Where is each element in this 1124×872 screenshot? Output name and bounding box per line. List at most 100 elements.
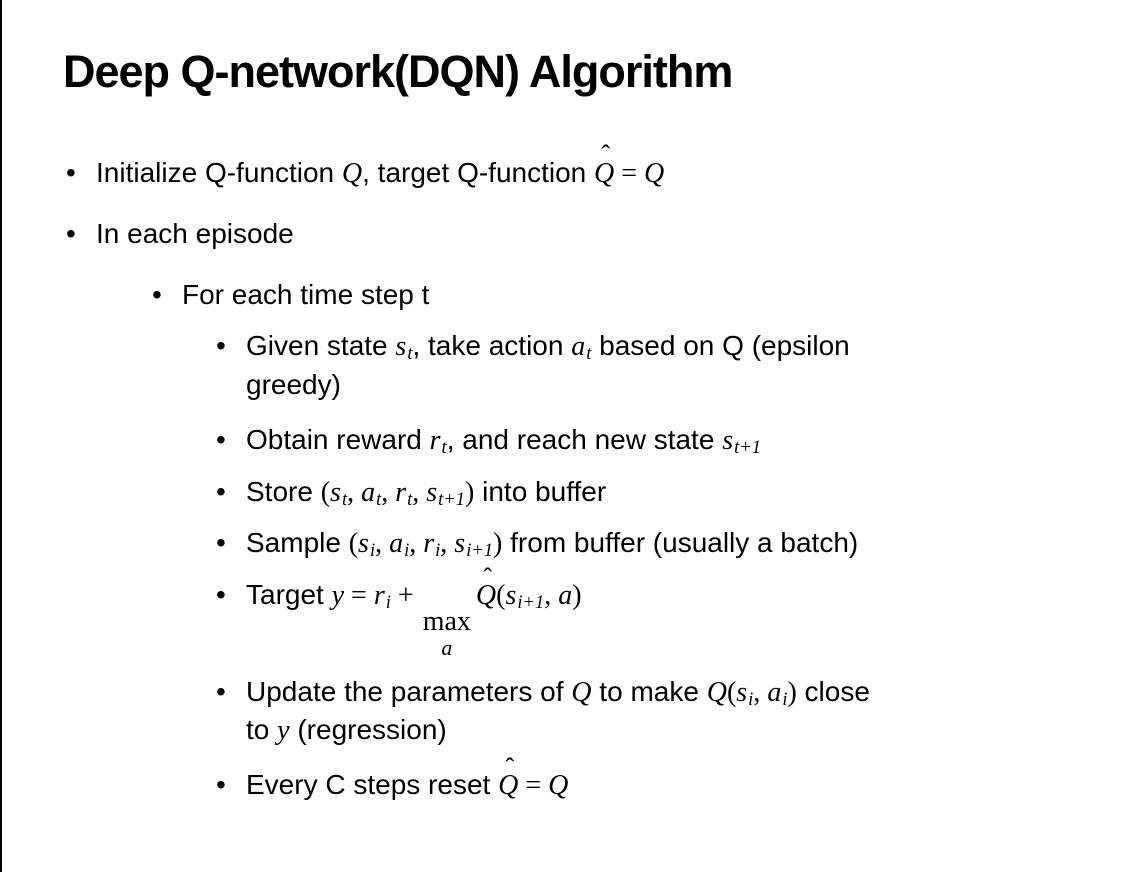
math-subscripted-var: ri (423, 528, 440, 559)
text-run: , take action (412, 330, 572, 362)
math-subscripted-var: at (361, 477, 381, 508)
math-operator: , (375, 528, 390, 560)
math-var: y (331, 579, 345, 611)
text-run: based on Q (epsilon (591, 330, 850, 362)
math-operator: , (381, 476, 396, 508)
text-run: Obtain reward (246, 424, 430, 456)
hat-accent-icon: ˆ (483, 561, 493, 592)
math-operator: = (614, 157, 645, 189)
math-var: a (558, 579, 573, 611)
bullet-icon: • (216, 527, 226, 559)
math-var-base: s (426, 476, 438, 508)
math-var-subscript: i+1 (466, 540, 494, 561)
math-var-base: s (736, 676, 748, 708)
math-var-base: s (395, 331, 407, 363)
text-run: into buffer (474, 475, 607, 507)
bullet-icon: • (152, 278, 162, 310)
text-run: For each time step t (182, 278, 430, 310)
math-var-base: a (571, 331, 586, 363)
text-run: Update the parameters of (246, 675, 572, 707)
bullet-item-timestep: • For each time step t (2, 276, 1124, 314)
math-var: Q (571, 676, 592, 708)
math-var-subscript: t (586, 343, 592, 364)
bullet-content: Given state s t , take action at based on … (246, 327, 1124, 403)
text-run: Store (246, 475, 321, 507)
bullet-item-episode: •In each episode (2, 215, 1124, 253)
math-var-subscript: i (404, 540, 410, 561)
math-operator: ( (320, 476, 331, 508)
text-run: (regression) (289, 714, 447, 746)
text-run: , and reach new state (446, 424, 723, 456)
math-var-subscript: i (385, 591, 391, 612)
math-var-base: s (722, 425, 734, 457)
text-run: Every C steps reset (246, 768, 499, 800)
max-word: max (422, 606, 471, 638)
math-var-subscript: i (369, 540, 376, 561)
math-var-base: r (373, 579, 385, 611)
math-var-base: s (358, 528, 369, 560)
math-var-subscript: i (782, 688, 788, 709)
math-subscripted-var: ri (374, 580, 391, 611)
math-var-subscript: t (341, 488, 348, 509)
math-subscripted-var: ai (767, 677, 787, 708)
bullet-item-given: •Given state st, take action at based on… (2, 327, 1124, 403)
bullet-content: Sample (si, ai, ri, si+1) from buffer (u… (246, 524, 1124, 563)
text-run: Target (246, 578, 332, 610)
slide-title: Deep Q-network(DQN) Algorithm (63, 46, 733, 97)
math-operator: + (390, 579, 421, 611)
text-run: close (796, 675, 870, 707)
bullet-icon: • (216, 675, 226, 707)
math-var-base: r (423, 528, 435, 560)
text-run: from buffer (usually a batch) (502, 527, 859, 559)
text-run: , target Q-function (362, 156, 595, 188)
bullet-content: Update the parameters of Q to make Q(si,… (246, 673, 1124, 750)
math-operator: ) (493, 528, 503, 560)
math-var-subscript: t+1 (734, 437, 761, 458)
math-var: Q (341, 157, 363, 189)
hat-accent-icon: ˆ (505, 751, 515, 782)
math-operator: , (412, 476, 427, 508)
math-subscripted-var: si (736, 677, 753, 708)
bullet-content: In each episode (96, 215, 1124, 253)
bullet-icon: • (216, 475, 226, 507)
math-operator: , (347, 476, 362, 508)
math-var-base: r (429, 425, 441, 457)
math-operator: = (518, 769, 549, 801)
math-subscripted-var: st (330, 477, 347, 508)
math-var: Q (548, 769, 569, 801)
hat-accent-icon: ˆ (601, 139, 611, 170)
math-var: Q (644, 157, 665, 189)
text-run: Initialize Q-function (96, 156, 342, 188)
math-subscripted-var: si+1 (454, 528, 493, 559)
math-operator: ) (572, 579, 582, 611)
math-operator: ( (496, 579, 506, 611)
math-var-subscript: t (407, 488, 413, 509)
math-operator: ( (726, 676, 737, 708)
math-subscripted-var: st+1 (426, 477, 465, 508)
math-subscripted-var: at (571, 331, 591, 362)
math-operator: ) (787, 676, 797, 708)
math-operator: ( (348, 528, 359, 560)
math-var-subscript: t+1 (438, 488, 466, 509)
math-operator: = (344, 579, 374, 611)
bullet-content: For each time step t (182, 276, 1124, 314)
text-run: Given state (246, 330, 396, 362)
text-run: to (246, 714, 278, 746)
bullet-content: Initialize Q-function Q, target Q-functi… (96, 141, 1124, 193)
text-run: to make (591, 675, 707, 707)
math-var-base: s (505, 579, 517, 611)
bullet-icon: • (66, 156, 76, 188)
math-var-base: s (454, 528, 466, 560)
math-operator: , (544, 579, 559, 611)
math-var: Q (706, 676, 727, 708)
math-operator: ) (465, 476, 475, 508)
text-run: In each episode (96, 218, 294, 250)
bullet-icon: • (216, 768, 226, 800)
math-var-base: a (361, 476, 376, 508)
